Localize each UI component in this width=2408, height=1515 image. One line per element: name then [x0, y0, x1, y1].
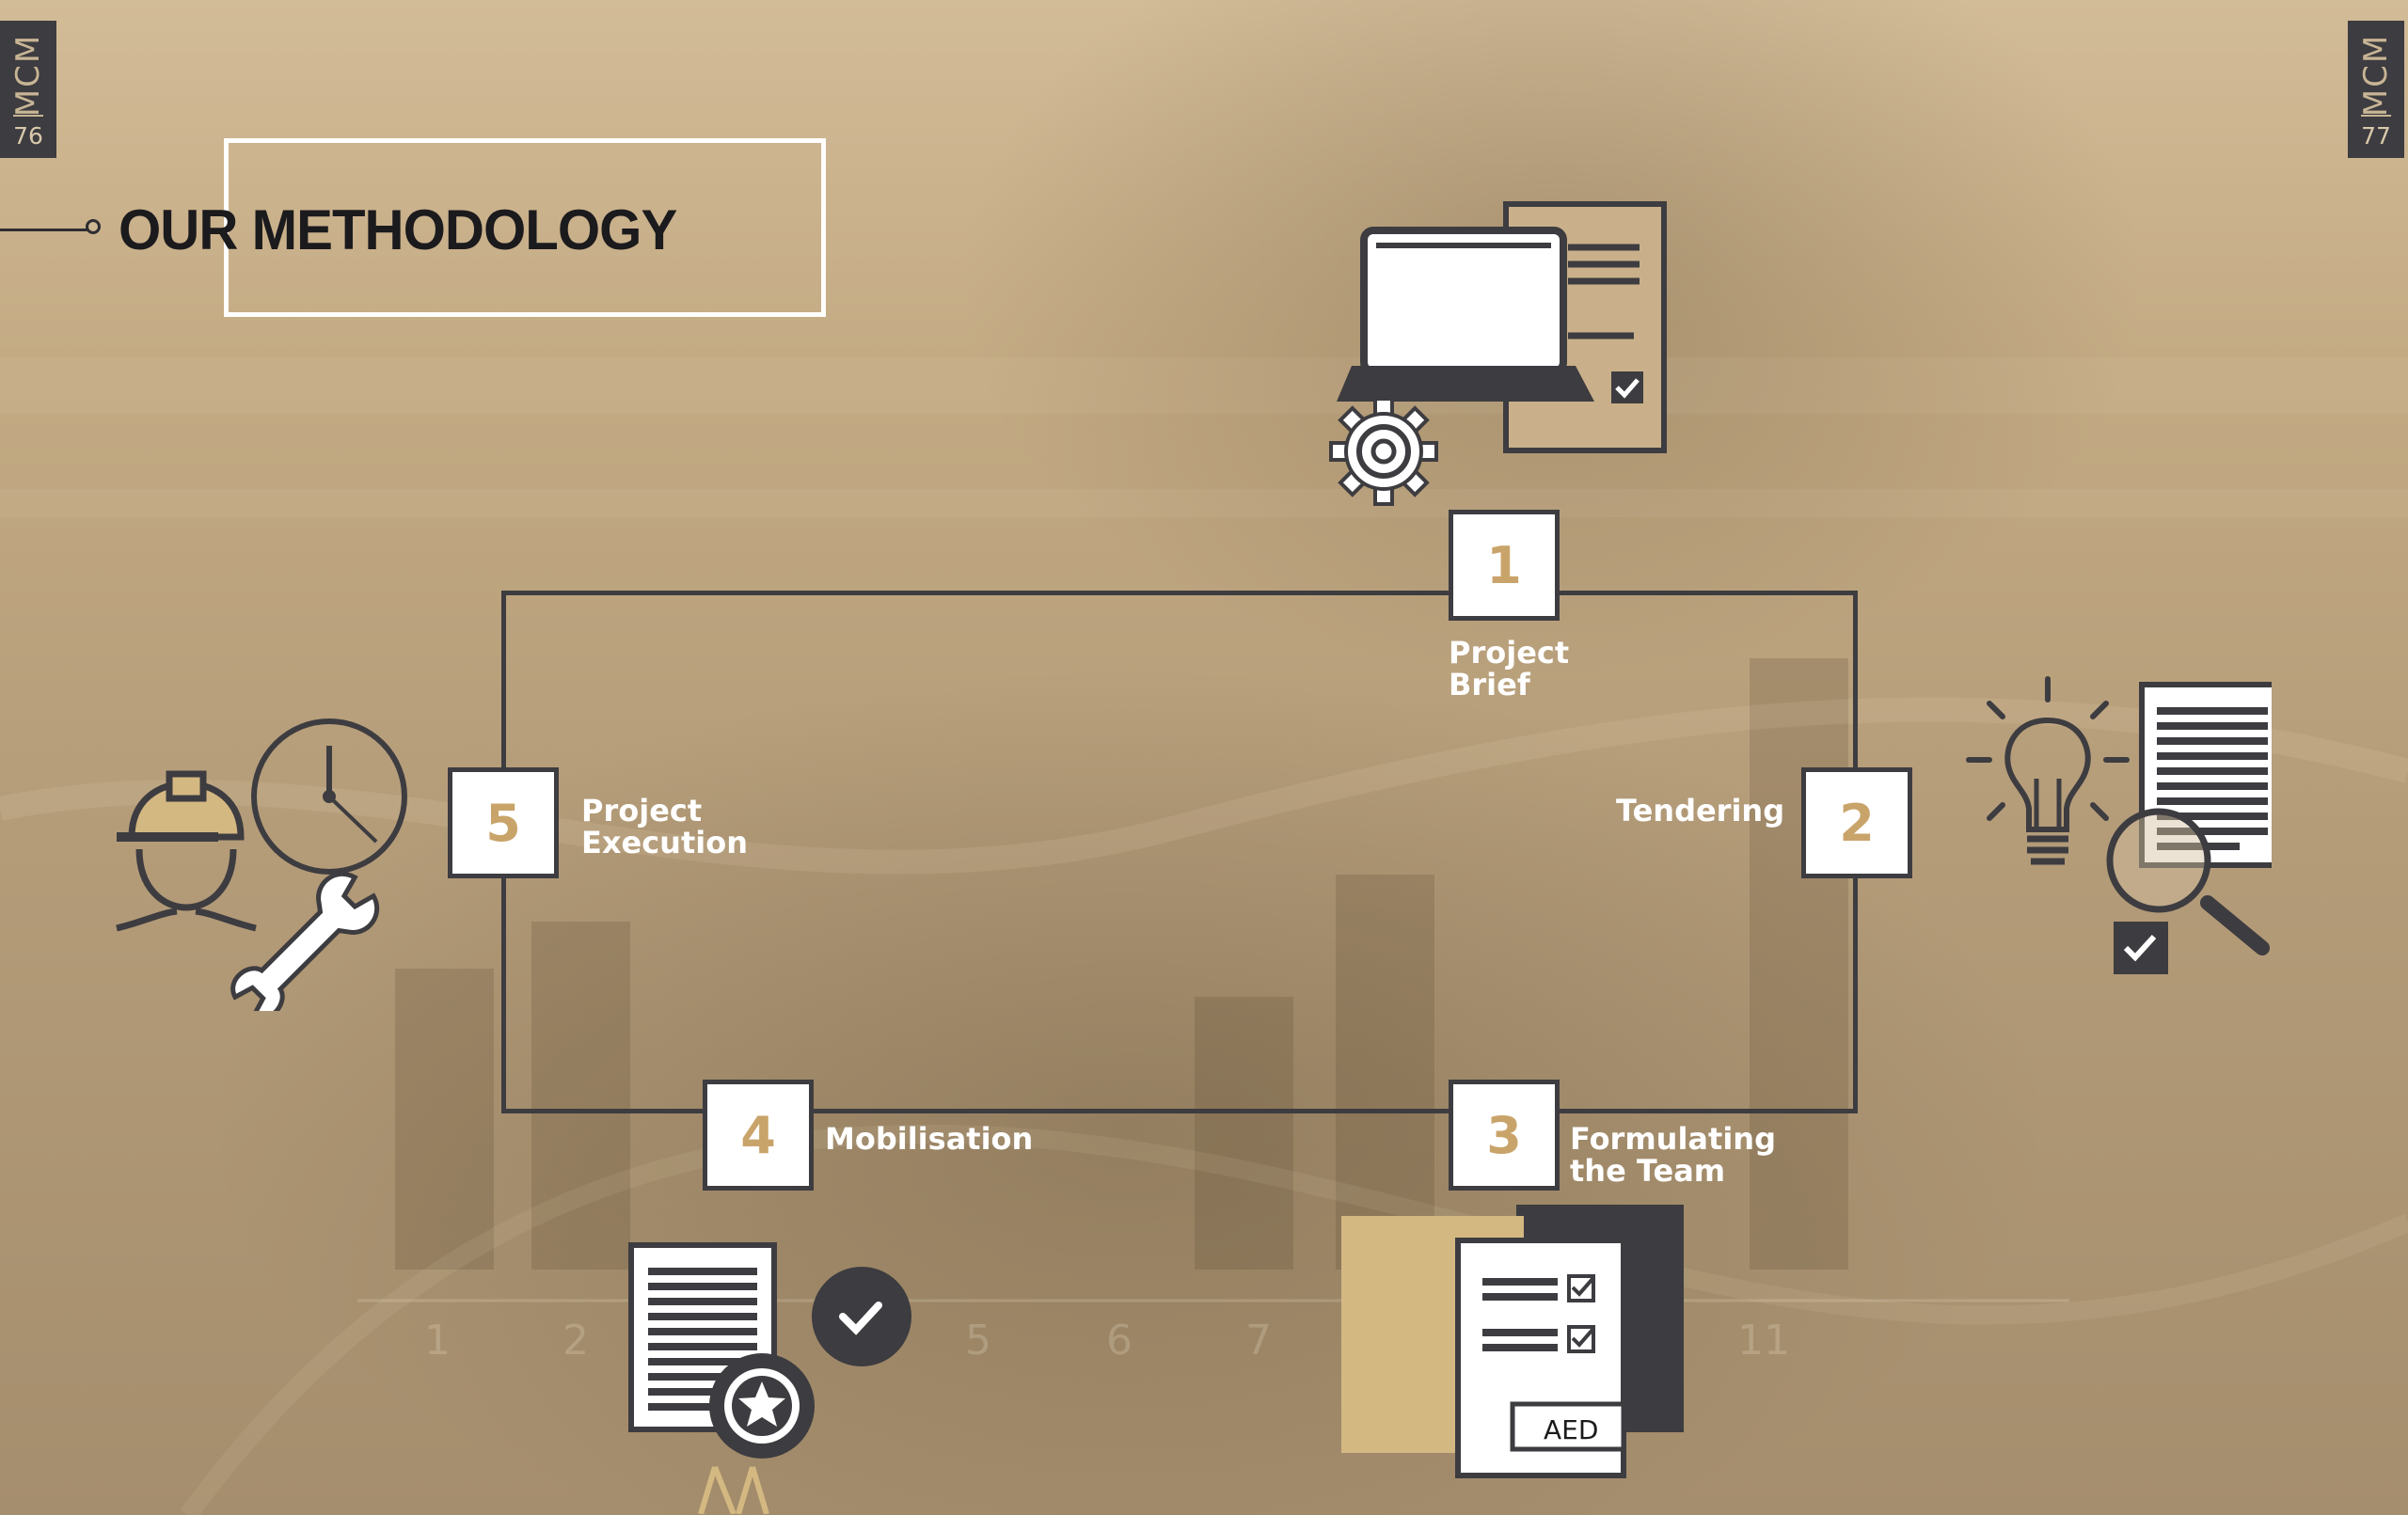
gear-icon	[1329, 397, 1438, 506]
page-number: 76	[13, 122, 43, 150]
step-label-line: Execution	[581, 825, 748, 860]
step-2-label: Tendering	[1616, 795, 1784, 827]
currency-label-box	[1510, 1401, 1626, 1452]
laptop-keyboard-icon	[1337, 366, 1594, 402]
checkbox-icon	[1611, 371, 1643, 403]
currency-label: AED	[1544, 1414, 1598, 1445]
background-bar	[395, 969, 494, 1270]
background-bar	[1336, 875, 1434, 1270]
background-bar	[1750, 658, 1848, 1270]
step-1-box: 1	[1449, 510, 1560, 621]
step-number: 5	[485, 793, 521, 853]
tab-divider	[13, 115, 43, 117]
documents-checklist-aed-icon: AED	[1341, 1205, 1684, 1478]
brand-logo: MCM	[9, 33, 47, 118]
background-axis-label: 1	[424, 1317, 451, 1365]
step-5-label: Project Execution	[581, 795, 748, 859]
lightbulb-document-magnifier-icon	[1966, 676, 2272, 974]
step-2-box: 2	[1801, 767, 1912, 878]
title-frame	[224, 138, 826, 317]
title-connector-line	[0, 229, 90, 231]
background-axis-label: 11	[1737, 1317, 1790, 1365]
step-label-line: Formulating	[1570, 1121, 1776, 1157]
lightbulb-icon	[1966, 676, 2130, 865]
wrench-icon	[230, 871, 380, 1011]
step-label-line: Brief	[1449, 667, 1530, 702]
background-bar	[1195, 997, 1293, 1270]
clock-icon	[251, 718, 407, 875]
step-label-line: Mobilisation	[825, 1121, 1034, 1157]
step-label-line: Project	[581, 793, 703, 829]
background-highway	[180, 1124, 2408, 1515]
page-title: OUR METHODOLOGY	[119, 198, 677, 261]
certificate-award-check-icon	[628, 1242, 911, 1514]
brand-logo: MCM	[2357, 33, 2395, 118]
step-5-box: 5	[448, 767, 559, 878]
worker-helmet-icon	[116, 770, 257, 932]
tab-divider	[2361, 115, 2391, 117]
background-axis-label: 2	[562, 1317, 589, 1365]
step-4-label: Mobilisation	[825, 1123, 1033, 1155]
magnifier-icon	[2106, 808, 2270, 955]
step-3-label: Formulating the Team	[1570, 1123, 1776, 1187]
page-tab-right: MCM 77	[2348, 21, 2404, 158]
background-axis-label: 5	[965, 1317, 991, 1365]
step-number: 4	[740, 1105, 776, 1165]
step-number: 3	[1486, 1105, 1522, 1165]
check-circle-icon	[812, 1267, 911, 1366]
laptop-document-gear-icon	[1329, 201, 1667, 506]
award-medal-icon	[698, 1353, 815, 1514]
step-4-box: 4	[703, 1080, 814, 1191]
step-number: 2	[1839, 793, 1875, 853]
laptop-screen-icon	[1360, 227, 1567, 375]
background-axis-label: 6	[1106, 1317, 1133, 1365]
worker-clock-wrench-icon	[116, 718, 407, 1011]
background-highway	[0, 697, 2408, 875]
step-label-line: the Team	[1570, 1153, 1726, 1189]
step-3-box: 3	[1449, 1080, 1560, 1191]
background-skyline-band	[0, 357, 2408, 414]
background-axis-label: 7	[1245, 1317, 1272, 1365]
page-tab-left: MCM 76	[0, 21, 56, 158]
background-skyline-band	[0, 489, 2408, 517]
page-number: 77	[2361, 122, 2391, 150]
title-connector-dot	[86, 219, 101, 234]
background-bar	[531, 922, 630, 1270]
step-label-line: Project	[1449, 635, 1570, 671]
step-1-label: Project Brief	[1449, 637, 1569, 701]
step-label-line: Tendering	[1616, 793, 1785, 829]
step-number: 1	[1486, 535, 1522, 595]
